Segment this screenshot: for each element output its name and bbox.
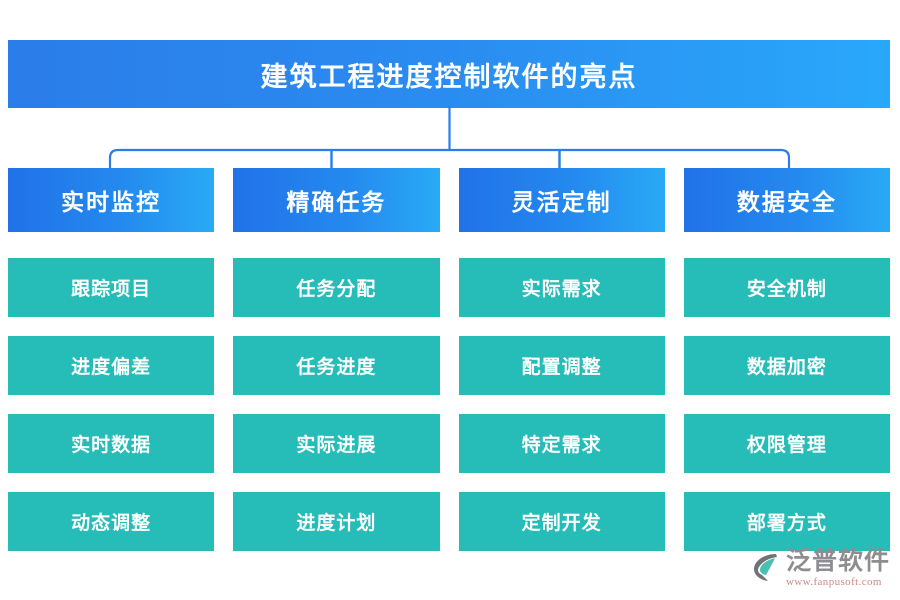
main-title-banner: 建筑工程进度控制软件的亮点 <box>8 40 890 108</box>
feature-cell-label: 特定需求 <box>521 435 602 456</box>
column-data-security: 数据安全 安全机制 数据加密 权限管理 部署方式 <box>683 168 890 570</box>
column-realtime-monitoring: 实时监控 跟踪项目 进度偏差 实时数据 动态调整 <box>8 168 215 570</box>
feature-cell-label: 实际进展 <box>296 435 377 456</box>
feature-cell[interactable]: 任务进度 <box>233 336 440 395</box>
feature-cell-label: 定制开发 <box>521 513 602 534</box>
brand-name: 泛普软件 <box>785 547 890 575</box>
feature-cell-label: 数据加密 <box>746 357 827 378</box>
brand-watermark: 泛普软件 www.fanpusoft.com <box>740 544 890 592</box>
brand-url: www.fanpusoft.com <box>785 575 882 588</box>
feature-cell[interactable]: 定制开发 <box>458 492 665 551</box>
bracket-connector-icon <box>0 106 900 170</box>
feature-cell-label: 动态调整 <box>71 513 152 534</box>
feature-cell-label: 任务分配 <box>296 279 377 300</box>
column-header-4[interactable]: 数据安全 <box>683 168 890 232</box>
feature-cell-label: 配置调整 <box>521 357 602 378</box>
feature-cell-label: 任务进度 <box>296 357 377 378</box>
feature-cell[interactable]: 数据加密 <box>683 336 890 395</box>
column-header-2[interactable]: 精确任务 <box>233 168 440 232</box>
feature-cell[interactable]: 进度计划 <box>233 492 440 551</box>
feature-cell[interactable]: 跟踪项目 <box>8 258 215 317</box>
page-title: 建筑工程进度控制软件的亮点 <box>260 61 638 92</box>
feature-cell-label: 进度计划 <box>296 513 377 534</box>
feature-cell[interactable]: 实际进展 <box>233 414 440 473</box>
feature-cell-label: 安全机制 <box>746 279 827 300</box>
feature-cell[interactable]: 进度偏差 <box>8 336 215 395</box>
feature-cell[interactable]: 安全机制 <box>683 258 890 317</box>
column-header-label: 实时监控 <box>61 190 162 215</box>
feature-cell-label: 权限管理 <box>746 435 827 456</box>
feature-cell[interactable]: 权限管理 <box>683 414 890 473</box>
feature-cell-label: 部署方式 <box>746 513 827 534</box>
feature-cell-label: 跟踪项目 <box>71 279 152 300</box>
column-header-label: 数据安全 <box>736 190 837 215</box>
column-header-label: 精确任务 <box>286 190 387 215</box>
brand-text-block: 泛普软件 www.fanpusoft.com <box>786 549 890 588</box>
feature-cell-label: 实际需求 <box>521 279 602 300</box>
feature-cell[interactable]: 实时数据 <box>8 414 215 473</box>
column-header-3[interactable]: 灵活定制 <box>458 168 665 232</box>
column-header-1[interactable]: 实时监控 <box>8 168 215 232</box>
feature-cell-label: 进度偏差 <box>71 357 152 378</box>
feature-cell[interactable]: 实际需求 <box>458 258 665 317</box>
feature-cell[interactable]: 特定需求 <box>458 414 665 473</box>
feature-cell[interactable]: 任务分配 <box>233 258 440 317</box>
columns-grid: 实时监控 跟踪项目 进度偏差 实时数据 动态调整 精确任务 任务分配 <box>8 168 890 570</box>
feature-cell[interactable]: 配置调整 <box>458 336 665 395</box>
column-precise-tasks: 精确任务 任务分配 任务进度 实际进展 进度计划 <box>233 168 440 570</box>
column-header-label: 灵活定制 <box>511 190 612 215</box>
feature-cell-label: 实时数据 <box>71 435 152 456</box>
fanpu-logo-icon <box>746 549 784 587</box>
feature-cell[interactable]: 动态调整 <box>8 492 215 551</box>
feature-cell[interactable]: 部署方式 <box>683 492 890 551</box>
column-flexible-customization: 灵活定制 实际需求 配置调整 特定需求 定制开发 <box>458 168 665 570</box>
